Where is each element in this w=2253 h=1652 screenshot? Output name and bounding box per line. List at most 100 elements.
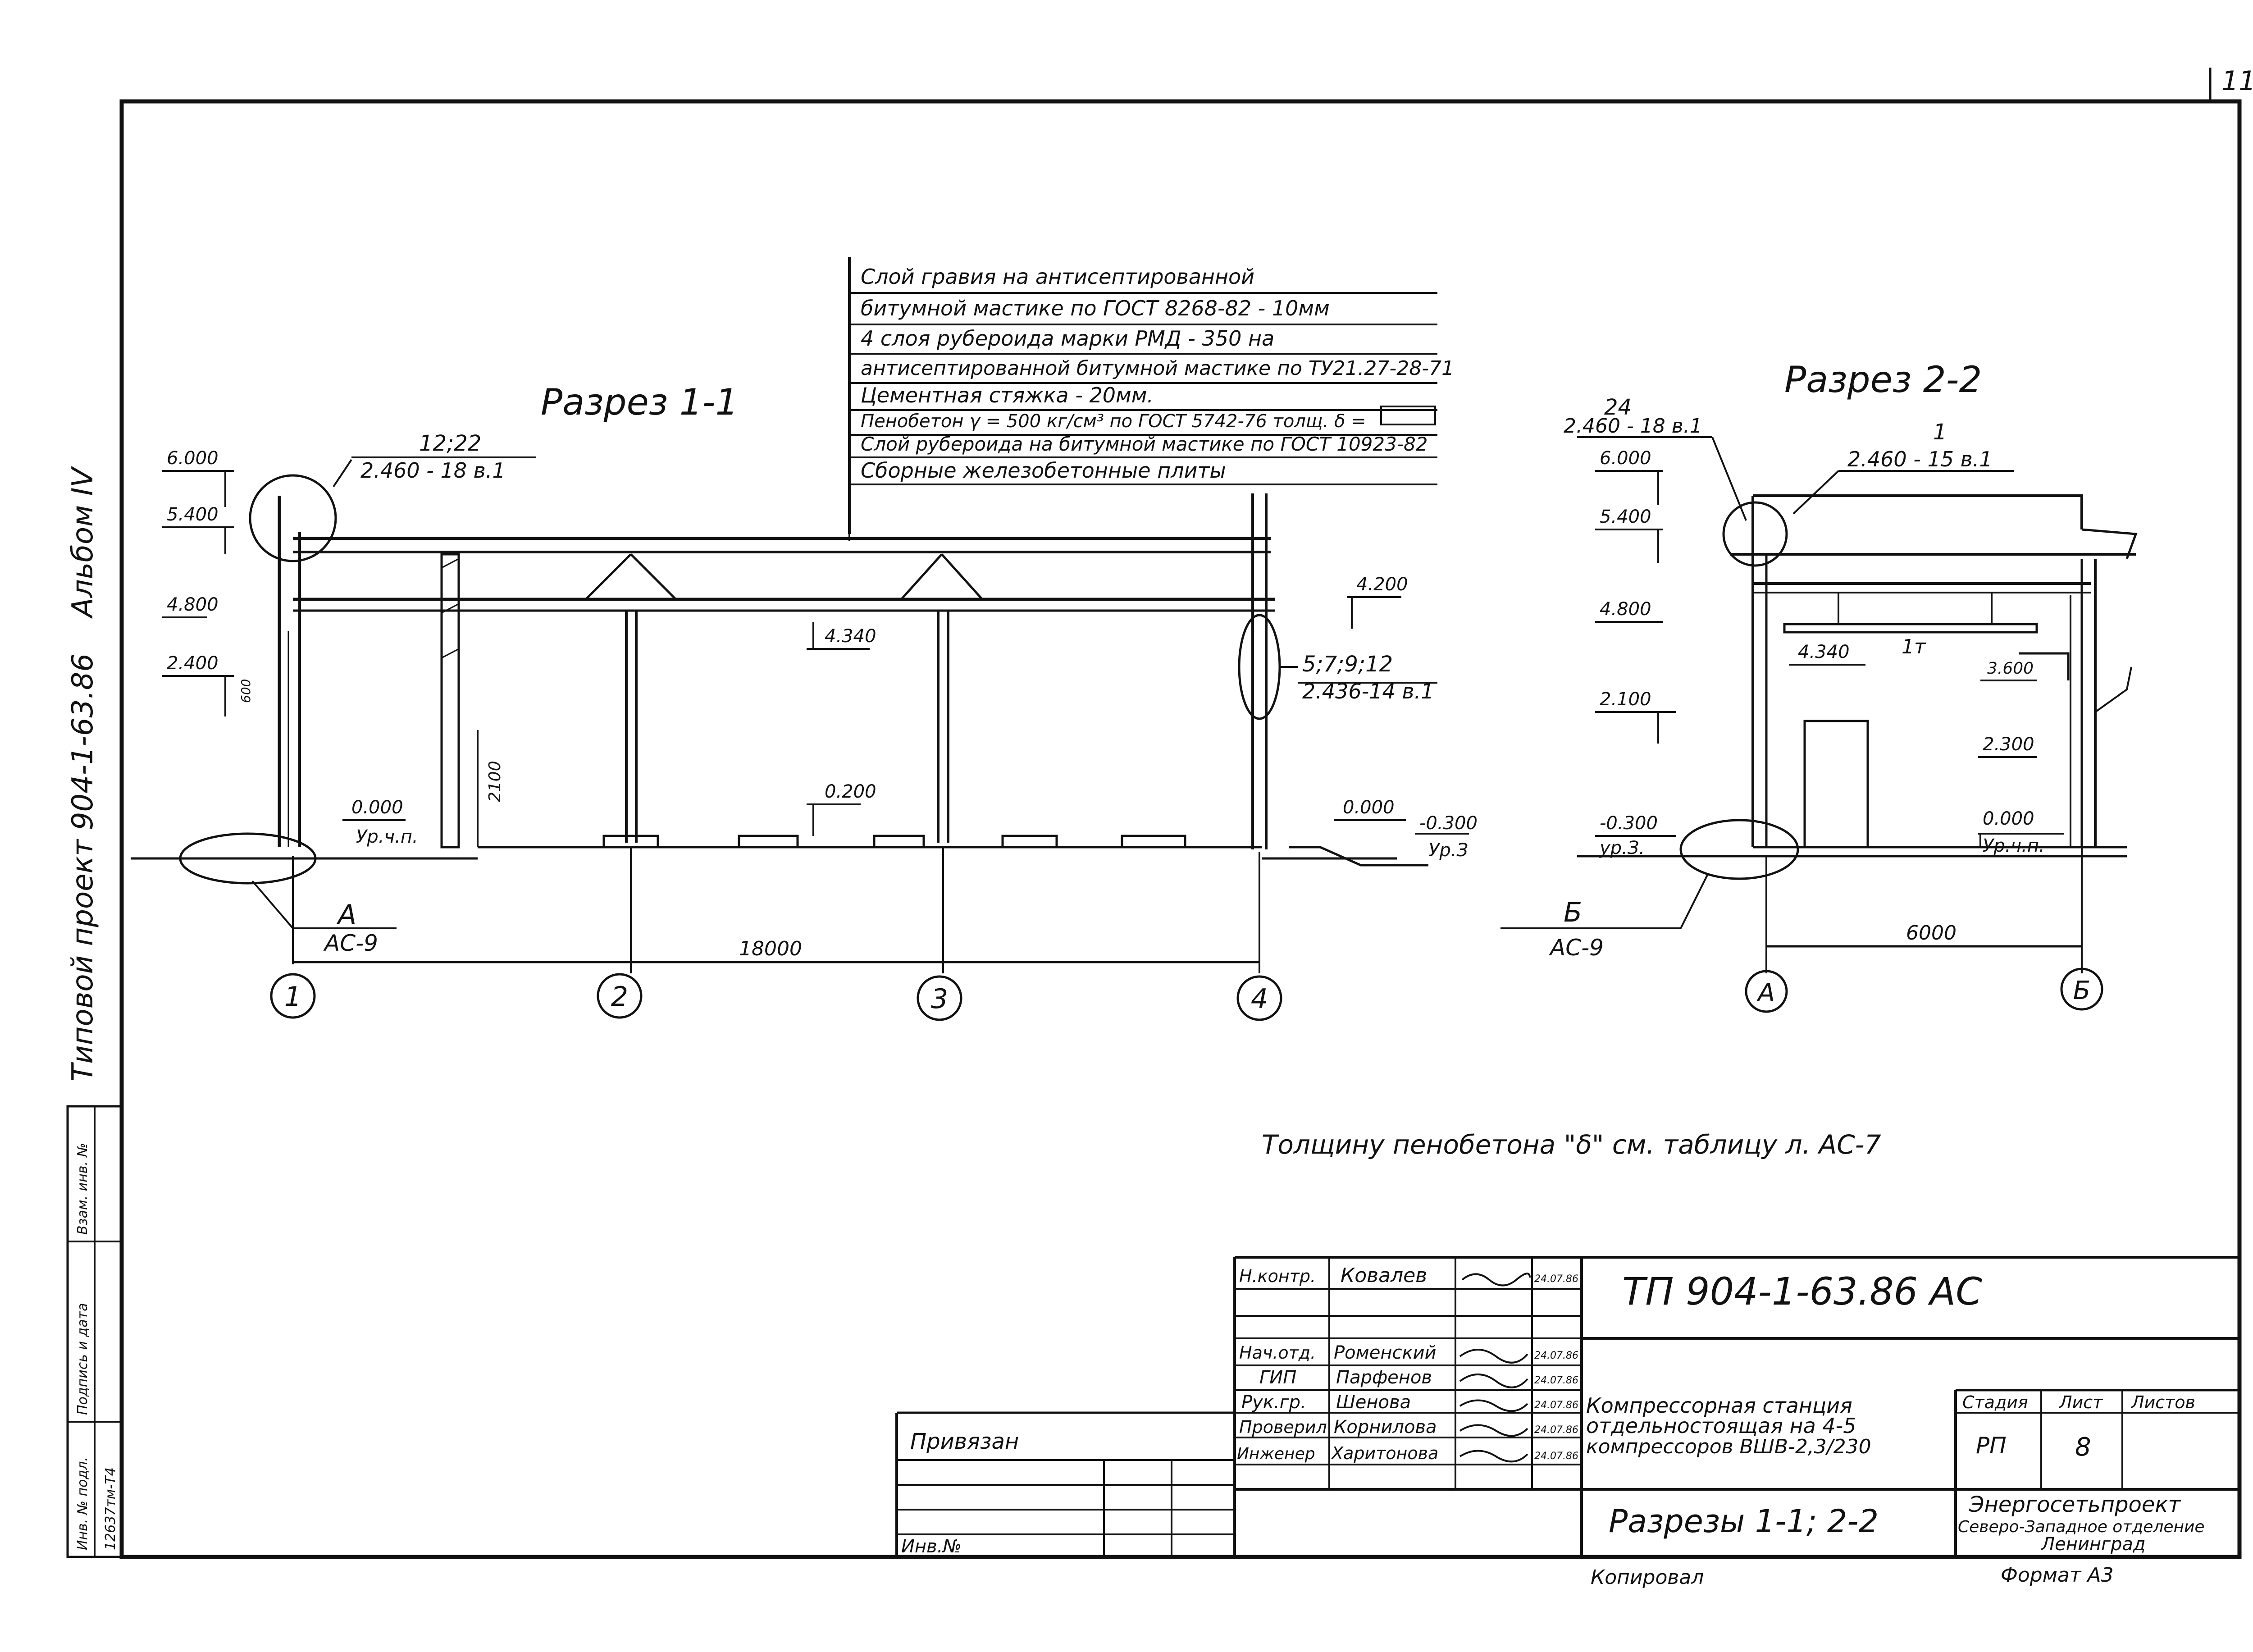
s1-level-note-ground: Ур.З xyxy=(1428,840,1468,861)
s1-axis-1: 1 xyxy=(284,981,301,1013)
tb-role-2: Нач.отд. xyxy=(1239,1343,1316,1363)
tb-role-4: Рук.гр. xyxy=(1241,1392,1306,1413)
s2-callout-tl-ref: 2.460 - 18 в.1 xyxy=(1564,415,1702,438)
s1-level-minus0300: -0.300 xyxy=(1419,813,1478,834)
tb-date-2: 24.07.86 xyxy=(1534,1350,1578,1361)
s1-level-note-floor: Ур.ч.п. xyxy=(356,826,418,847)
s1-callout-top-num: 12;22 xyxy=(419,431,481,456)
roof-layer-6: Пенобетон γ = 500 кг/см³ по ГОСТ 5742-76… xyxy=(861,411,1366,432)
s1-level-0000-right: 0.000 xyxy=(1343,797,1395,818)
tb-name-3: Парфенов xyxy=(1336,1367,1432,1388)
section-1-structure xyxy=(131,456,1469,973)
s2-callout-tr-ref: 2.460 - 15 в.1 xyxy=(1847,447,1993,471)
tb-role-3: ГИП xyxy=(1259,1367,1296,1388)
side-stamp xyxy=(66,1105,123,1558)
tb-date-6: 24.07.86 xyxy=(1534,1451,1578,1462)
s1-callout-top-ref: 2.460 - 18 в.1 xyxy=(360,458,506,483)
tb-name-1: Ковалев xyxy=(1341,1264,1427,1287)
roof-layer-7: Слой рубероида на битумной мастике по ГО… xyxy=(861,433,1428,455)
roof-layer-table xyxy=(848,257,1437,534)
s1-axis-2: 2 xyxy=(611,981,628,1013)
section-2-structure xyxy=(1500,436,2138,973)
s2-beam-mark: 1т xyxy=(1902,635,1926,658)
tb-org-3: Ленинград xyxy=(2040,1534,2146,1555)
side-col-replace: Взам. инв. № xyxy=(75,1143,91,1235)
s2-axis-a: А xyxy=(1756,978,1775,1008)
s2-level-4340: 4.340 xyxy=(1798,642,1850,662)
tb-code: ТП 904-1-63.86 АС xyxy=(1622,1269,1982,1314)
tb-role-5: Проверил xyxy=(1239,1417,1327,1437)
tb-org-2: Северо-Западное отделение xyxy=(1958,1518,2205,1536)
tb-date-5: 24.07.86 xyxy=(1534,1424,1578,1436)
s1-level-4200: 4.200 xyxy=(1356,574,1408,595)
roof-layer-2: битумной мастике по ГОСТ 8268-82 - 10мм xyxy=(861,296,1330,320)
s2-axis-b: Б xyxy=(2073,976,2090,1005)
s2-callout-tr-num: 1 xyxy=(1933,420,1947,445)
tb-role-6: Инженер xyxy=(1237,1445,1315,1463)
tb-drawing-name: Разрезы 1-1; 2-2 xyxy=(1609,1503,1879,1540)
s2-level-5400: 5.400 xyxy=(1600,507,1651,527)
s1-callout-right-num: 5;7;9;12 xyxy=(1302,652,1393,677)
section-1-title: Разрез 1-1 xyxy=(541,381,738,423)
section-2-title: Разрез 2-2 xyxy=(1784,359,1982,401)
s1-level-6000: 6.000 xyxy=(167,448,219,469)
side-project-text: Типовой проект 904-1-63.86 xyxy=(66,653,100,1082)
tb-signatures xyxy=(1459,1273,1531,1463)
s1-callout-right-ref: 2.436-14 в.1 xyxy=(1302,679,1434,703)
s1-dim-600: 600 xyxy=(238,679,253,703)
s2-node-sheet: АС-9 xyxy=(1549,935,1604,961)
s2-level-2300: 2.300 xyxy=(1983,734,2034,755)
s2-level-note-floor: Ур.ч.п. xyxy=(1983,835,2045,856)
tb-sheet-no: 8 xyxy=(2075,1433,2091,1462)
s1-axis-3: 3 xyxy=(931,983,948,1015)
roof-layer-5: Цементная стяжка - 20мм. xyxy=(861,383,1154,407)
s1-level-4340: 4.340 xyxy=(825,626,876,647)
roof-layer-1: Слой гравия на антисептированной xyxy=(861,265,1254,289)
s1-node-sheet: АС-9 xyxy=(323,930,378,956)
side-inv-number: 12637тм-Т4 xyxy=(103,1467,119,1550)
tb-object-name-3: компрессоров ВШВ-2,3/230 xyxy=(1586,1435,1871,1458)
sheet-frame xyxy=(119,68,2242,1559)
side-col-inv: Инв. № подл. xyxy=(75,1457,91,1550)
tb-object-name-1: Компрессорная станция xyxy=(1586,1393,1852,1418)
s1-dim-18000: 18000 xyxy=(739,937,802,960)
s1-node-letter: А xyxy=(336,899,356,931)
tb-name-5: Корнилова xyxy=(1334,1417,1437,1438)
tb-name-6: Харитонова xyxy=(1331,1443,1438,1463)
format-label: Формат А3 xyxy=(2001,1564,2114,1587)
s2-level-0000: 0.000 xyxy=(1983,808,2034,829)
tb-attached: Привязан xyxy=(910,1429,1019,1454)
s2-level-3600: 3.600 xyxy=(1987,659,2034,678)
s1-dim-2100: 2100 xyxy=(486,761,504,802)
side-album-text: Альбом IV xyxy=(66,465,100,619)
s1-level-0200: 0.200 xyxy=(825,781,876,802)
roof-layer-4: антисептированной битумной мастике по ТУ… xyxy=(861,357,1454,380)
tb-role-1: Н.контр. xyxy=(1239,1266,1316,1286)
s1-level-2400: 2.400 xyxy=(167,653,219,674)
tb-org-1: Энергосетьпроект xyxy=(1969,1492,2181,1517)
tb-stage-head: Стадия xyxy=(1962,1392,2028,1412)
side-col-sign: Подпись и дата xyxy=(75,1303,91,1415)
s2-level-4800: 4.800 xyxy=(1600,599,1651,620)
tb-name-4: Шенова xyxy=(1336,1392,1411,1413)
s1-level-5400: 5.400 xyxy=(167,504,219,525)
tb-name-2: Роменский xyxy=(1334,1342,1437,1363)
s2-level-2100: 2.100 xyxy=(1600,689,1651,710)
s2-level-6000: 6.000 xyxy=(1600,448,1651,469)
s2-node-letter: Б xyxy=(1564,897,1582,928)
s2-level-note-ground: ур.З. xyxy=(1599,838,1645,858)
tb-object-name-2: отдельностоящая на 4-5 xyxy=(1586,1414,1856,1438)
s1-axis-4: 4 xyxy=(1251,983,1268,1015)
tb-date-1: 24.07.86 xyxy=(1534,1273,1578,1285)
copied-by: Копировал xyxy=(1591,1566,1704,1589)
s2-axis-markers xyxy=(1745,967,2103,1013)
roof-layer-8: Сборные железобетонные плиты xyxy=(861,458,1226,483)
tb-sheet-head: Лист xyxy=(2058,1392,2103,1412)
tb-date-4: 24.07.86 xyxy=(1534,1400,1578,1411)
title-block-grid xyxy=(895,1256,2239,1557)
tb-date-3: 24.07.86 xyxy=(1534,1375,1578,1386)
s1-level-0000-left: 0.000 xyxy=(351,797,403,818)
s1-level-4800: 4.800 xyxy=(167,594,219,615)
